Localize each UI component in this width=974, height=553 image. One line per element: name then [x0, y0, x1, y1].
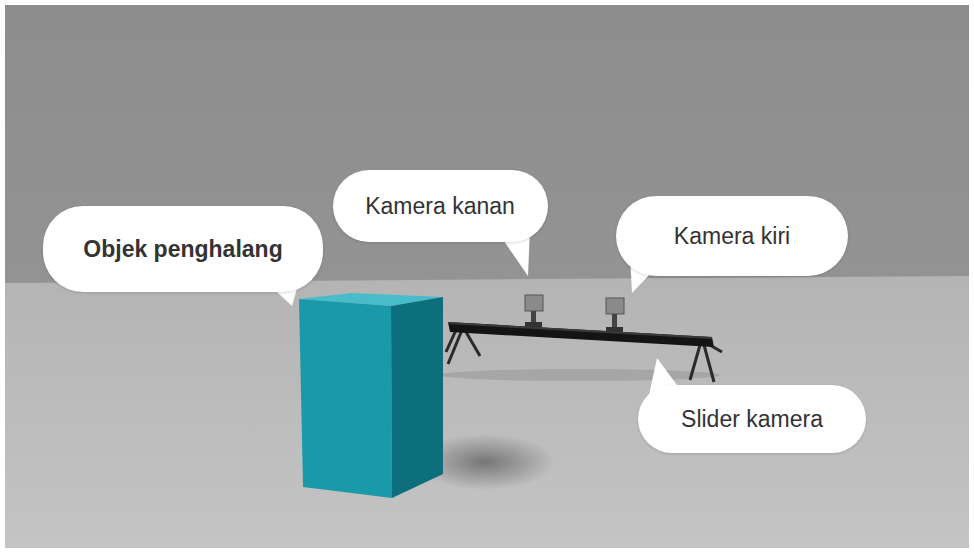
slider-shadow — [440, 369, 720, 381]
slider-bar-top — [448, 322, 712, 339]
obstacle-box — [299, 293, 443, 498]
speech-bubble: Slider kamera — [638, 385, 866, 453]
wall — [5, 5, 969, 548]
camera-left — [606, 298, 624, 332]
speech-bubble: Objek penghalang — [43, 206, 323, 292]
speech-bubble: Kamera kanan — [333, 170, 548, 242]
callout-text: Kamera kanan — [365, 193, 515, 220]
floor — [5, 276, 969, 548]
callout-text: Kamera kiri — [674, 223, 790, 250]
speech-bubble: Kamera kiri — [616, 196, 848, 276]
camera-right — [525, 295, 543, 327]
slider-bar — [448, 322, 714, 347]
callout-text: Slider kamera — [681, 406, 823, 433]
callout-text: Objek penghalang — [83, 236, 282, 263]
